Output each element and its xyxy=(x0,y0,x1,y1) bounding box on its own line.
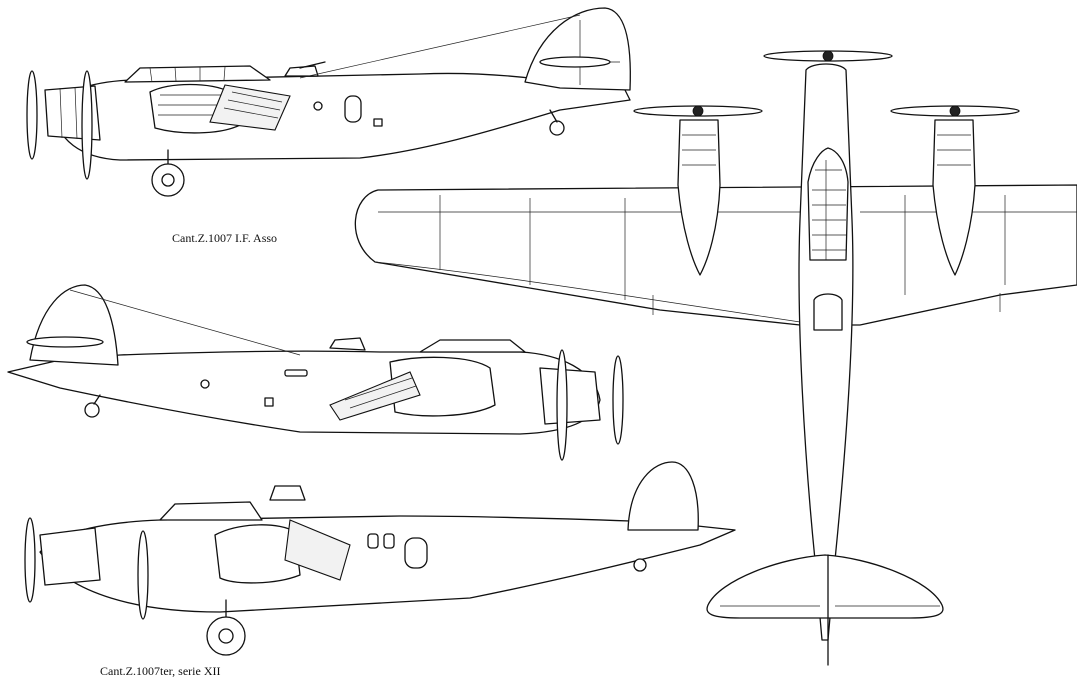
main-wheel xyxy=(151,163,185,197)
side-view-mirrored xyxy=(7,284,624,461)
dorsal-turret xyxy=(269,485,306,501)
side-view-ter xyxy=(24,461,736,656)
plan-view xyxy=(354,50,1077,666)
caption-ter: Cant.Z.1007ter, serie XII xyxy=(100,664,221,678)
tail-wheel xyxy=(633,558,647,572)
tail-fin xyxy=(29,284,119,366)
tail-fin xyxy=(627,461,699,531)
fuselage xyxy=(39,515,736,613)
dorsal-turret xyxy=(813,293,843,331)
wing xyxy=(284,519,351,581)
nose-engine xyxy=(539,367,601,425)
main-wheel xyxy=(206,616,246,656)
fuselage xyxy=(51,72,631,161)
wing-propeller xyxy=(137,530,149,620)
tail-wheel xyxy=(549,120,565,136)
nose-propeller xyxy=(612,355,624,445)
engine-nacelle xyxy=(389,356,496,417)
nose-propeller xyxy=(26,70,38,160)
wing xyxy=(329,371,421,421)
cockpit-canopy xyxy=(419,339,526,353)
wing-propeller xyxy=(81,70,93,180)
nose-propeller xyxy=(24,517,36,603)
side-view-asso xyxy=(26,7,631,197)
cockpit-canopy xyxy=(159,501,263,521)
dorsal-turret xyxy=(284,65,319,77)
left-engine-nacelle xyxy=(677,119,721,276)
cockpit-canopy xyxy=(807,147,849,261)
cockpit-canopy xyxy=(124,65,271,83)
caption-asso: Cant.Z.1007 I.F. Asso xyxy=(172,231,278,245)
engine-nacelle xyxy=(214,524,301,584)
dorsal-turret xyxy=(329,337,366,351)
right-engine-nacelle xyxy=(932,119,976,276)
tail-wheel xyxy=(84,402,100,418)
nose-engine xyxy=(39,527,101,586)
tail-fin xyxy=(524,7,631,91)
wing-propeller xyxy=(556,349,568,461)
wing xyxy=(209,84,291,131)
tailplane xyxy=(706,554,944,619)
